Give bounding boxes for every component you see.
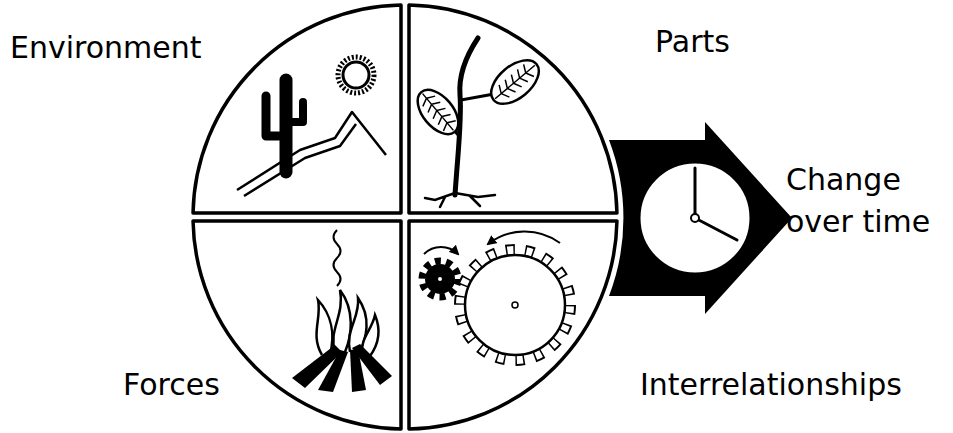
clock-pivot [691, 214, 699, 222]
smoke [334, 230, 341, 286]
clock-face [639, 162, 751, 274]
large-gear [465, 255, 565, 355]
leaf-veins [490, 59, 540, 105]
mountain-ridge [237, 112, 386, 190]
node-shape [193, 221, 401, 429]
small-gear [425, 264, 455, 294]
node-outline [598, 118, 796, 318]
large-gear-teeth [460, 250, 570, 360]
small-gear-teeth [422, 261, 458, 297]
gear-axle [438, 277, 442, 281]
mountain-ridge [244, 124, 356, 196]
node-label: Forces [123, 367, 220, 403]
node-shape [409, 221, 617, 429]
node-label: Interrelationships [640, 367, 902, 403]
node-label: Parts [655, 24, 730, 60]
node-outline [405, 1, 621, 217]
sun-rays [338, 57, 374, 93]
clock-hand [695, 218, 737, 240]
environment-quadrant: Environment [189, 1, 405, 217]
leaf-stalk [461, 94, 494, 100]
fire-log [318, 350, 348, 392]
node-label: Change over time [786, 159, 948, 243]
parts-quadrant: Parts [405, 1, 621, 217]
clock-hand [694, 168, 697, 218]
interrelationships-quadrant: Interrelationships [405, 217, 621, 433]
rotation-arrow [488, 231, 560, 244]
leaf [483, 52, 546, 113]
rotation-arrow [424, 247, 458, 254]
leaf-blade [483, 52, 546, 113]
node-outline [189, 217, 405, 433]
cactus-arm [290, 102, 303, 122]
leaf-veins [416, 88, 459, 135]
flame [317, 300, 333, 355]
node-label: Environment [10, 30, 202, 66]
node-shape [609, 122, 792, 314]
node-shape [409, 5, 617, 213]
leaf-blade [410, 82, 466, 141]
gear-axle [512, 302, 518, 308]
forces-quadrant: Forces [189, 217, 405, 433]
sun [343, 62, 369, 88]
cactus-arm [266, 96, 282, 136]
node-outline [189, 1, 405, 217]
leaf [410, 82, 466, 141]
plant-roots [425, 193, 495, 207]
node-shape [193, 5, 401, 213]
large-gear-teeth-fill [460, 250, 570, 360]
fire-log [352, 344, 392, 385]
change-arrow: Change over time [598, 118, 796, 318]
node-outline [405, 217, 621, 433]
